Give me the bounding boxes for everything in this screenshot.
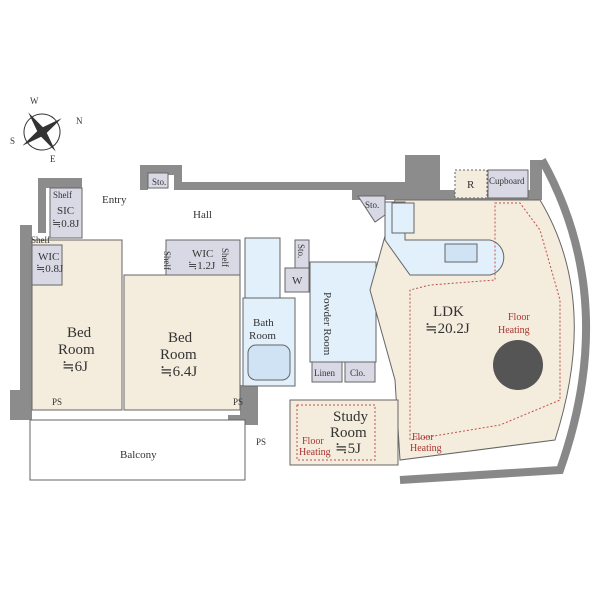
label-powder-room: Powder Room (321, 292, 333, 356)
label-bed2: Bed (168, 330, 193, 346)
label-sto-hall: Sto. (296, 244, 306, 258)
compass-n: N (76, 116, 83, 126)
sink (444, 243, 478, 263)
washer (284, 267, 310, 293)
label-washer: W (292, 275, 303, 287)
stove (391, 202, 415, 234)
label-wic2-shelf-right: Shelf (220, 248, 230, 267)
label-floor-heating-study-b: Heating (299, 447, 331, 458)
sic (49, 187, 83, 239)
label-bed1: Bed (67, 325, 92, 341)
sto-kitchen (357, 195, 386, 223)
floor-heating-study (296, 404, 376, 461)
label-sic-shelf: Shelf (53, 190, 72, 200)
label-sic-size: ≒0.8J (52, 218, 80, 230)
floor-heating-ldk (409, 202, 561, 441)
cupboard (487, 169, 529, 199)
compass-e: E (50, 154, 56, 164)
label-wic2-shelf-left: Shelf (162, 251, 172, 270)
label-wic1-size: ≒0.8J (36, 263, 64, 275)
closet (344, 361, 376, 383)
label-study-room: Room (330, 425, 367, 441)
hall (82, 190, 352, 238)
label-ldk-size: ≒20.2J (425, 321, 470, 337)
round-table (493, 340, 543, 390)
label-wic2-size: ≒1.2J (188, 260, 216, 272)
label-sto-kitchen: Sto. (365, 200, 379, 210)
label-bed1-room: Room (58, 342, 95, 358)
wic-1 (31, 244, 63, 286)
label-bed2-size: ≒6.4J (160, 364, 197, 380)
label-wic1-shelf: Shelf (31, 235, 50, 245)
label-balcony: Balcony (120, 449, 157, 461)
label-study-size: ≒5J (335, 441, 361, 457)
label-bath: Bath (253, 317, 274, 329)
label-floor-heating-ldk-1: Floor (508, 312, 530, 323)
label-floor-heating-study: Floor (302, 436, 324, 447)
label-hall: Hall (193, 209, 212, 221)
label-cupboard: Cupboard (489, 176, 525, 186)
balcony (29, 419, 246, 481)
label-bath-room: Room (249, 330, 276, 342)
label-linen: Linen (314, 368, 335, 378)
label-sto-entry: Sto. (152, 177, 166, 187)
label-ps-3: PS (256, 437, 266, 447)
fridge-space (454, 169, 488, 199)
study-room (289, 399, 399, 466)
label-study: Study (333, 409, 369, 425)
label-fridge: R (467, 179, 475, 191)
compass-w: W (30, 96, 39, 106)
compass-s: S (10, 136, 15, 146)
label-floor-heating-ldk-2: Floor (412, 432, 434, 443)
label-ldk: LDK (433, 304, 464, 320)
label-bed1-size: ≒6J (62, 359, 88, 375)
curtain-wall (399, 158, 591, 484)
label-floor-heating-ldk-1b: Heating (498, 325, 530, 336)
linen (311, 361, 343, 383)
compass-icon (22, 112, 62, 152)
label-bed2-room: Room (160, 347, 197, 363)
sto-entry (147, 172, 169, 189)
label-closet: Clo. (350, 368, 365, 378)
label-floor-heating-ldk-2b: Heating (410, 443, 442, 454)
wic-2 (165, 239, 241, 276)
label-wic2: WIC (192, 248, 213, 260)
label-ps-1: PS (52, 397, 62, 407)
label-entry: Entry (102, 194, 127, 206)
label-ps-2: PS (233, 397, 243, 407)
bathtub (247, 344, 291, 381)
label-wic1: WIC (38, 251, 59, 263)
label-sic: SIC (57, 205, 74, 217)
toilet-area (244, 237, 281, 299)
powder-room (309, 261, 377, 363)
